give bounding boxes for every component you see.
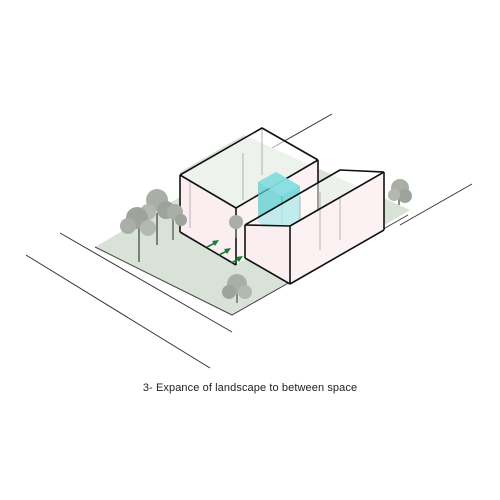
building-2-side-face [290, 172, 384, 284]
tree-group-west [120, 189, 243, 262]
arrow-icon [206, 240, 219, 248]
landscape-flow-arrows [206, 240, 243, 264]
tree-icon [229, 215, 243, 238]
building-2-front-face [245, 225, 290, 284]
building-1-front-face [180, 175, 236, 265]
road-line-east [399, 183, 473, 226]
road-line-west-lower [25, 254, 211, 369]
arrow-icon [230, 256, 243, 264]
building-block-2 [244, 169, 385, 285]
tree-icon [120, 207, 156, 262]
diagram-caption: 3- Expance of landscape to between space [142, 382, 358, 394]
arrow-icon [218, 248, 231, 256]
building-2-top-face [245, 170, 384, 226]
tree-icon [167, 204, 187, 240]
tree-icon [388, 179, 412, 205]
road-line-west-upper [59, 232, 233, 333]
road-lines [25, 113, 473, 369]
tree-icon [222, 274, 252, 303]
building-1-top-face [180, 128, 318, 208]
